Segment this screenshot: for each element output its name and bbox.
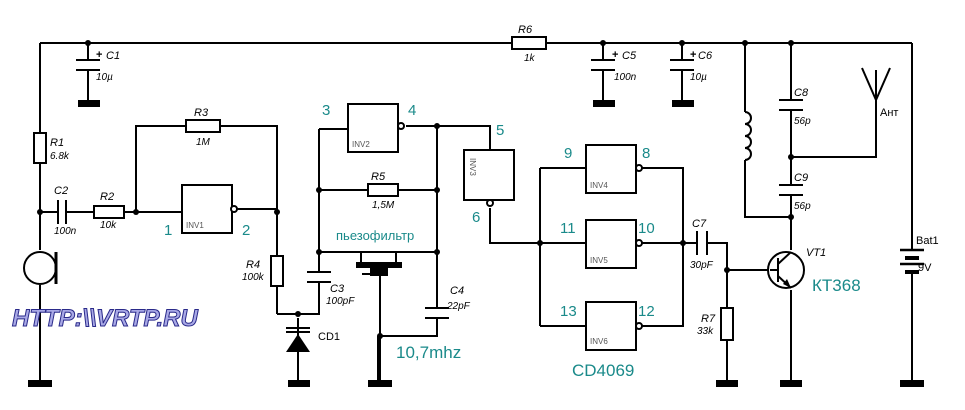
inv2-label: INV2 xyxy=(352,140,370,149)
inv4-label: INV4 xyxy=(590,181,608,190)
coil-inductor xyxy=(744,111,752,161)
c8-value: 56p xyxy=(794,116,811,127)
inv6-pin-in: 13 xyxy=(560,303,577,320)
resistor-r3: R3 1M xyxy=(185,107,221,148)
r1-ref: R1 xyxy=(50,137,64,149)
inv1-pin-out: 2 xyxy=(242,222,250,239)
cd1-ref: CD1 xyxy=(318,331,340,343)
c7-value: 30pF xyxy=(690,260,714,271)
c1-polarity: + xyxy=(96,49,102,61)
piezo-filter: пьезофильтр 10,7mhz xyxy=(336,228,461,362)
r1-value: 6.8k xyxy=(50,151,70,162)
c3-value: 100pF xyxy=(326,296,355,307)
inv4-pin-in: 9 xyxy=(564,145,572,162)
antenna-label: Ант xyxy=(880,107,898,119)
r2-value: 10k xyxy=(100,220,117,231)
resistor-r4: R4 100k xyxy=(242,255,284,287)
r2-ref: R2 xyxy=(100,191,114,203)
inv3-pin-out: 6 xyxy=(472,209,480,226)
inverter-inv5: INV5 11 10 xyxy=(560,219,655,269)
r7-value: 33k xyxy=(697,326,714,337)
inv3-pin-in: 5 xyxy=(496,122,504,139)
c5-polarity: + xyxy=(612,49,618,61)
c5-ref: C5 xyxy=(622,50,637,62)
c8-ref: C8 xyxy=(794,87,809,99)
inverter-inv3: INV3 5 6 xyxy=(463,122,515,226)
r6-ref: R6 xyxy=(518,24,533,36)
inv6-pin-out: 12 xyxy=(638,303,655,320)
watermark-url: HTTP:\\VRTP.RU xyxy=(12,305,198,332)
capacitor-c7: C7 30pF xyxy=(690,218,714,271)
inverter-inv1: INV1 1 2 xyxy=(164,184,250,239)
ground-symbols xyxy=(28,100,924,387)
inv5-pin-in: 11 xyxy=(560,220,576,237)
filter-label: пьезофильтр xyxy=(336,228,414,243)
inv4-pin-out: 8 xyxy=(642,145,650,162)
transistor-vt1: VT1 КТ368 xyxy=(767,247,861,295)
capacitor-c4: C4 22pF xyxy=(425,285,471,319)
c9-value: 56p xyxy=(794,201,811,212)
resistor-r2: R2 10k xyxy=(93,191,125,231)
inv5-label: INV5 xyxy=(590,256,608,265)
inv2-pin-out: 4 xyxy=(408,102,416,119)
capacitor-c5: + C5 100n xyxy=(591,49,637,83)
c5-value: 100n xyxy=(614,72,637,83)
c1-ref: C1 xyxy=(106,50,120,62)
c1-value: 10µ xyxy=(96,72,113,83)
c6-polarity: + xyxy=(690,49,696,61)
c4-ref: C4 xyxy=(450,285,464,297)
r3-ref: R3 xyxy=(194,107,209,119)
r4-ref: R4 xyxy=(246,259,260,271)
resistor-r6: R6 1k xyxy=(511,24,547,64)
battery-bat1: Bat1 9V xyxy=(900,235,939,274)
battery-value: 9V xyxy=(918,262,932,274)
inverter-inv6: INV6 13 12 xyxy=(560,301,655,351)
vt1-part: КТ368 xyxy=(812,276,861,295)
microphone-icon xyxy=(23,251,58,285)
c2-value: 100n xyxy=(54,226,77,237)
inverter-inv2: INV2 3 4 xyxy=(322,102,416,153)
c7-ref: C7 xyxy=(692,218,707,230)
inv3-label: INV3 xyxy=(468,158,477,176)
inverter-inv4: INV4 9 8 xyxy=(564,144,650,194)
inv1-pin-in: 1 xyxy=(164,222,172,239)
r5-value: 1,5M xyxy=(372,200,395,211)
capacitor-c6: + C6 10µ xyxy=(670,49,713,83)
antenna-icon: Ант xyxy=(861,67,898,119)
r7-ref: R7 xyxy=(701,313,716,325)
capacitor-c8: C8 56p xyxy=(779,87,811,127)
capacitor-c1: + C1 10µ xyxy=(76,49,120,83)
vt1-ref: VT1 xyxy=(806,247,826,259)
c9-ref: C9 xyxy=(794,172,808,184)
inv5-pin-out: 10 xyxy=(638,220,655,237)
varicap-diode-cd1: CD1 xyxy=(286,327,340,356)
filter-frequency: 10,7mhz xyxy=(396,343,461,362)
resistor-r7: R7 33k xyxy=(697,307,734,341)
r5-ref: R5 xyxy=(371,171,386,183)
capacitor-c9: C9 56p xyxy=(779,172,811,212)
r3-value: 1M xyxy=(196,137,211,148)
inv1-label: INV1 xyxy=(186,221,204,230)
c4-value: 22pF xyxy=(446,301,471,312)
c6-value: 10µ xyxy=(690,72,707,83)
junction-dots xyxy=(37,40,794,339)
c3-ref: C3 xyxy=(330,283,345,295)
c6-ref: C6 xyxy=(698,50,713,62)
inv2-pin-in: 3 xyxy=(322,102,330,119)
r6-value: 1k xyxy=(524,53,536,64)
resistor-r1: R1 6.8k xyxy=(33,132,70,164)
capacitor-c3: C3 100pF xyxy=(307,271,355,307)
capacitor-c2: C2 100n xyxy=(54,185,77,237)
chip-part-label: CD4069 xyxy=(572,361,634,380)
battery-ref: Bat1 xyxy=(916,235,939,247)
resistor-r5: R5 1,5M xyxy=(367,171,399,211)
inv6-label: INV6 xyxy=(590,337,608,346)
c2-ref: C2 xyxy=(54,185,68,197)
r4-value: 100k xyxy=(242,272,265,283)
